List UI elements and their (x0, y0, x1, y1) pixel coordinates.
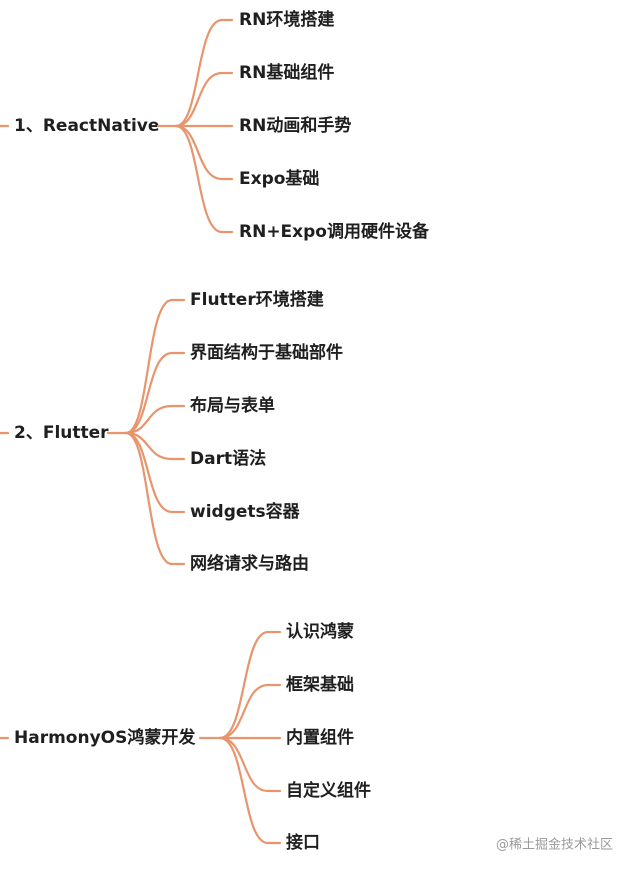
topic-layout-forms: 布局与表单 (190, 395, 275, 416)
branch-line (124, 431, 186, 461)
topic-rn-expo-hardware: RN+Expo调用硬件设备 (239, 221, 430, 242)
group-title-harmonyos: HarmonyOS鸿蒙开发 (14, 727, 196, 748)
branch-line (174, 18, 234, 128)
topic-ui-structure-widgets: 界面结构于基础部件 (190, 342, 343, 363)
topic-rn-basic-components: RN基础组件 (239, 62, 334, 83)
branch-group-harmonyos: HarmonyOS鸿蒙开发 认识鸿蒙 框架基础 内置组件 自定义组件 接口 (0, 621, 371, 853)
branch-line (174, 124, 234, 234)
topic-widgets-containers: widgets容器 (190, 501, 301, 522)
topic-dart-syntax: Dart语法 (190, 448, 266, 469)
watermark-text: @稀土掘金技术社区 (496, 837, 613, 853)
topic-flutter-env-setup: Flutter环境搭建 (190, 289, 324, 310)
topic-framework-basics: 框架基础 (286, 674, 354, 695)
branch-line (174, 71, 234, 128)
topic-network-routing: 网络请求与路由 (190, 553, 309, 574)
group-title-reactnative: 1、ReactNative (14, 116, 159, 136)
topic-custom-components: 自定义组件 (286, 780, 371, 801)
topic-rn-env-setup: RN环境搭建 (239, 9, 334, 30)
topic-know-harmony: 认识鸿蒙 (286, 621, 354, 642)
branch-line (218, 683, 282, 740)
branch-group-flutter: 2、Flutter Flutter环境搭建 界面结构于基础部件 布局与表单 Da… (0, 289, 343, 574)
branch-line (218, 736, 282, 845)
branch-group-reactnative: 1、ReactNative RN环境搭建 RN基础组件 RN动画和手势 Expo… (0, 9, 430, 242)
branch-line (174, 124, 234, 181)
branch-line (124, 298, 186, 435)
topic-interfaces: 接口 (286, 832, 320, 853)
branch-line (218, 630, 282, 740)
branch-line (124, 431, 186, 566)
branch-line (218, 736, 282, 793)
branch-line (124, 351, 186, 435)
branch-line (124, 431, 186, 514)
branch-line (124, 404, 186, 435)
topic-expo-basics: Expo基础 (239, 168, 319, 189)
group-title-flutter: 2、Flutter (14, 423, 109, 443)
topic-builtin-components: 内置组件 (286, 727, 354, 748)
topic-rn-animation-gestures: RN动画和手势 (239, 115, 351, 136)
